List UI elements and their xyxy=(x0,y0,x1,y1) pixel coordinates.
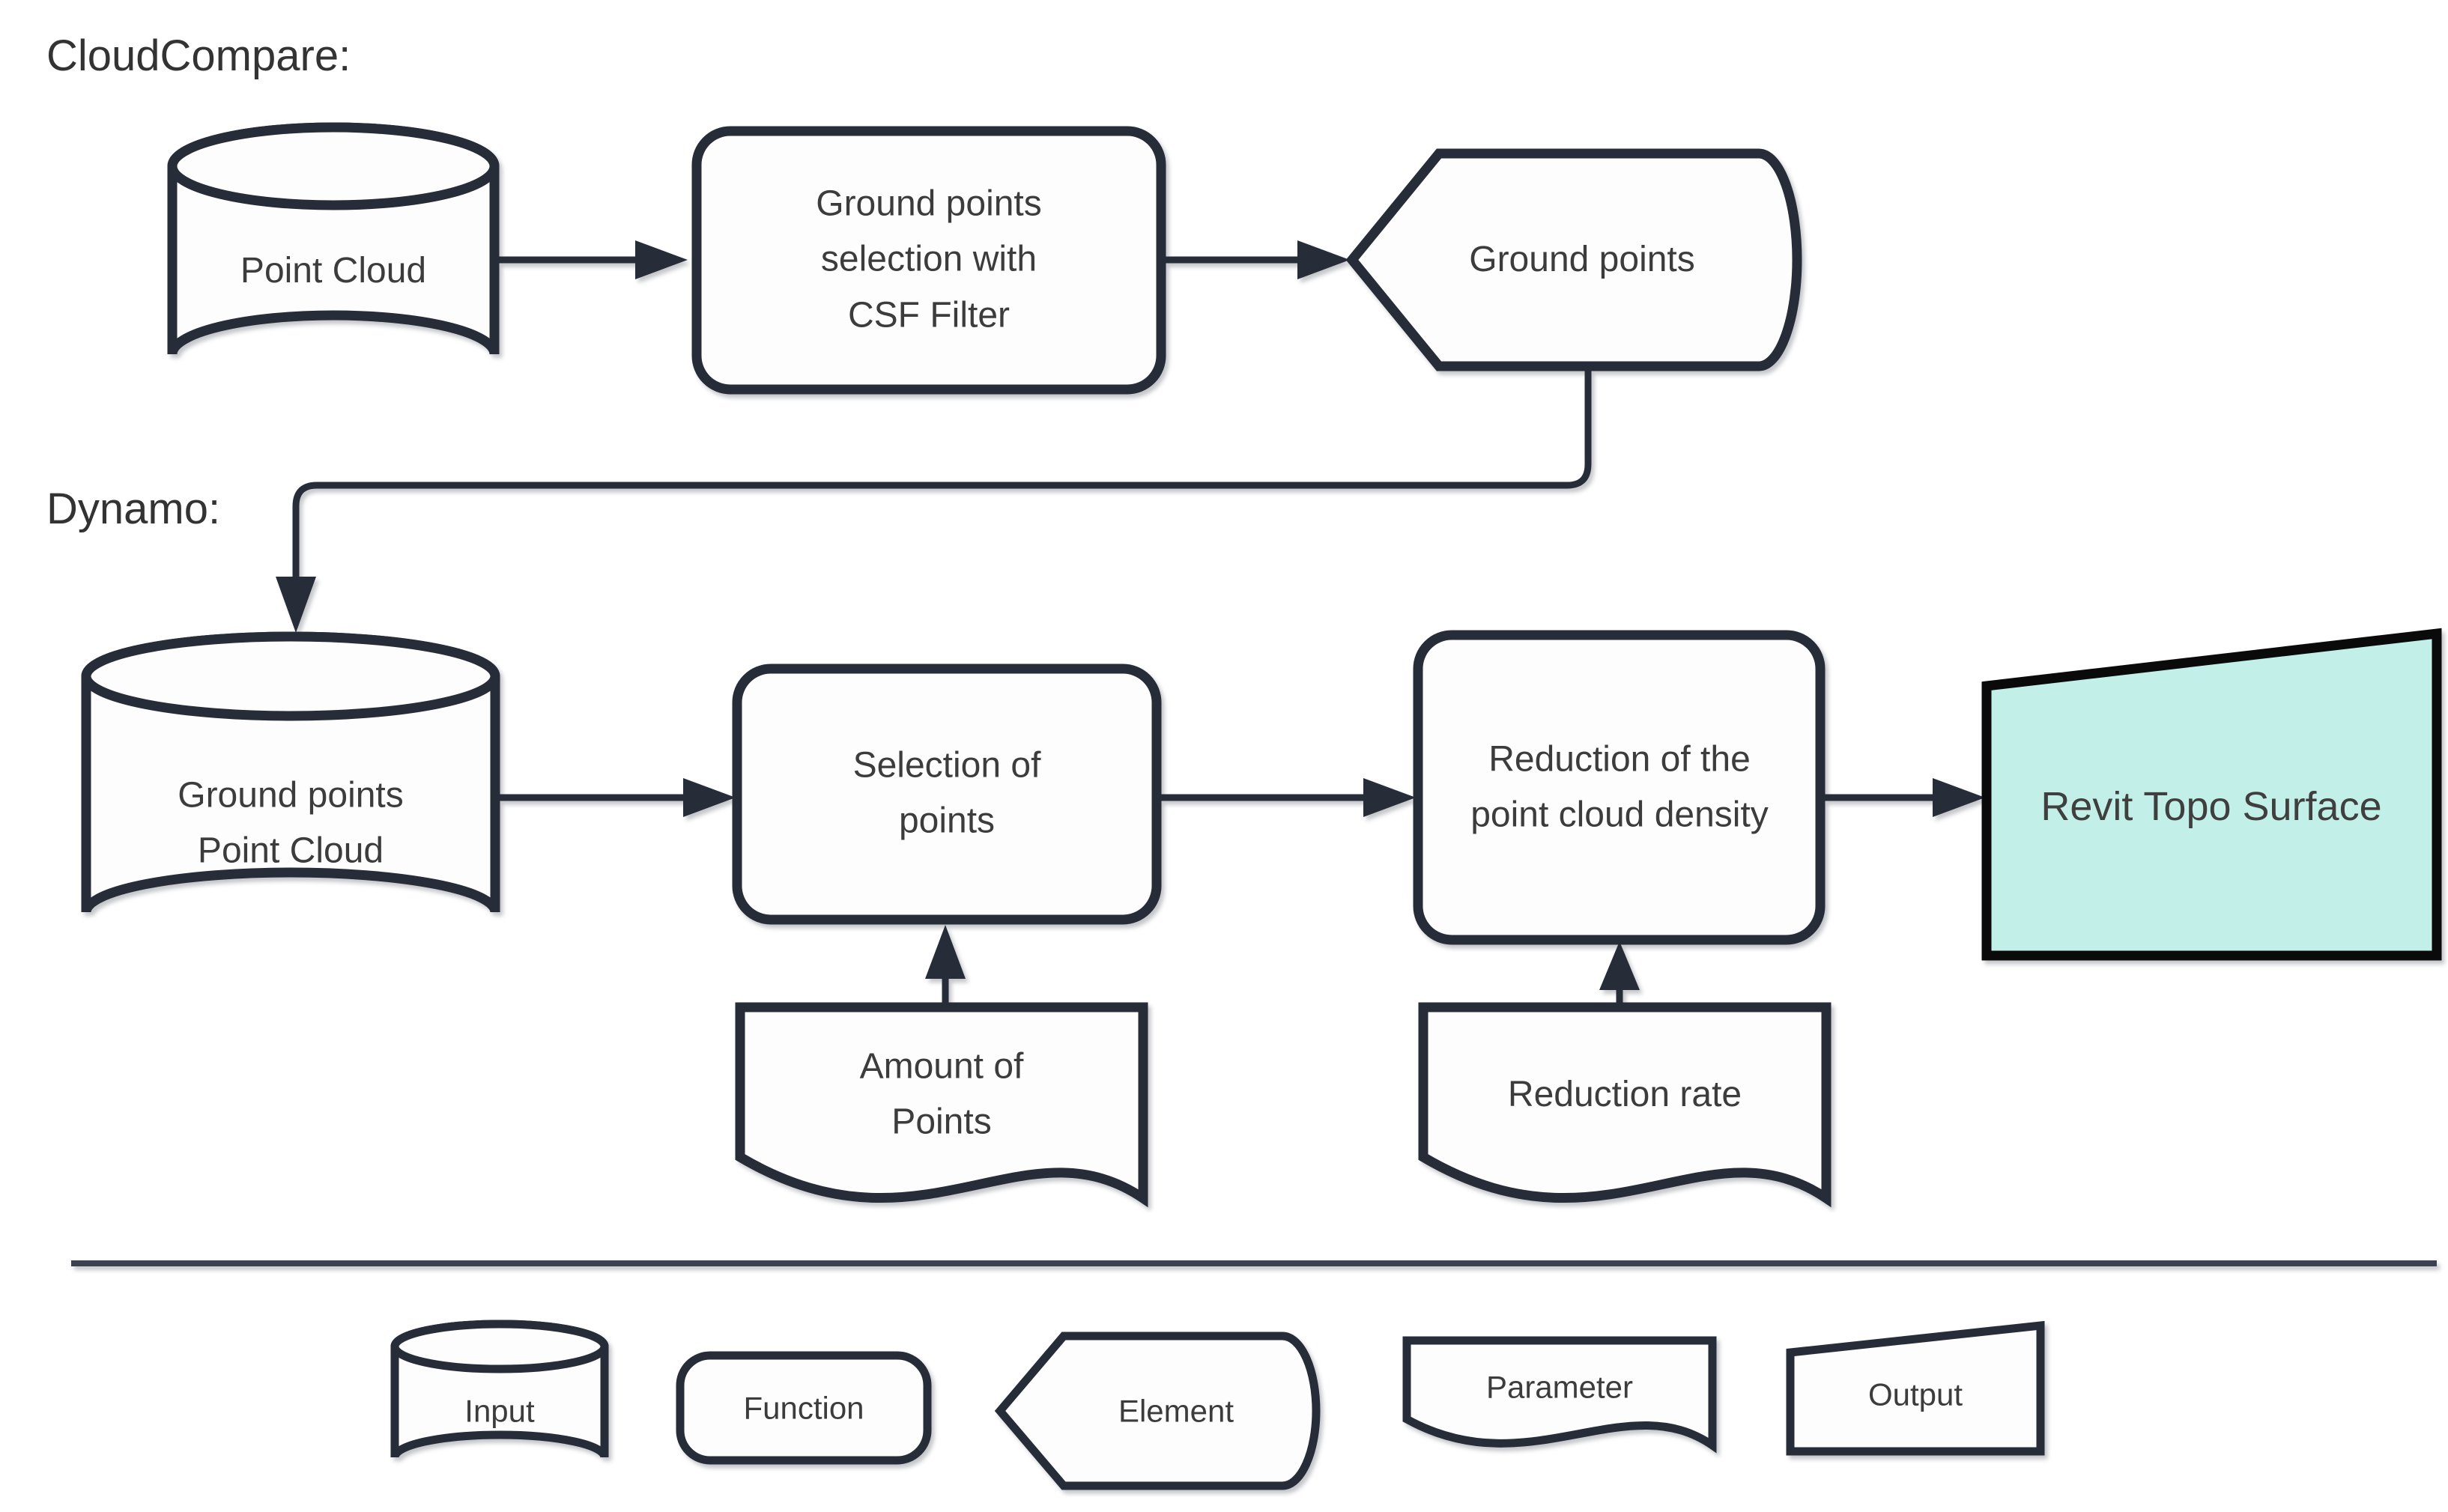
legend-label-parameter: Parameter xyxy=(1485,1369,1634,1405)
output-shape-revit-topo-surface xyxy=(1981,628,2442,961)
parameter-doc-reduction-rate xyxy=(1418,1002,1832,1208)
legend-element-shape xyxy=(994,1332,1321,1490)
legend-output-shape xyxy=(1786,1320,2045,1456)
legend-label-input: Input xyxy=(464,1393,535,1429)
function-box-reduction xyxy=(1413,630,1826,945)
function-box-selection xyxy=(732,664,1162,925)
section-title-dynamo: Dynamo: xyxy=(46,485,221,533)
arrow-pointcloud-to-csf xyxy=(496,240,688,279)
parameter-doc-amount-of-points xyxy=(735,1002,1148,1208)
input-cylinder-ground-points-cloud xyxy=(81,631,500,913)
legend-parameter-doc xyxy=(1402,1336,1717,1454)
arrow-cylinder-to-selection xyxy=(497,778,736,817)
arrow-amount-to-selection xyxy=(925,925,966,1007)
arrow-rate-to-reduction xyxy=(1599,941,1640,1007)
label-csf-filter: Ground points selection with CSF Filter xyxy=(816,183,1042,336)
function-box-csf-filter xyxy=(691,126,1166,395)
label-revit-topo-surface: Revit Topo Surface xyxy=(2040,784,2382,830)
legend-input-cylinder xyxy=(390,1320,609,1458)
legend-function-box xyxy=(676,1351,932,1465)
legend-label-function: Function xyxy=(743,1390,864,1426)
element-shape-ground-points xyxy=(1345,148,1802,371)
label-amount-of-points: Amount of Points xyxy=(859,1046,1024,1142)
label-reduction: Reduction of the point cloud density xyxy=(1470,739,1769,835)
legend-label-output: Output xyxy=(1867,1376,1963,1412)
label-point-cloud: Point Cloud xyxy=(240,250,427,291)
input-cylinder-point-cloud xyxy=(167,122,500,355)
label-selection: Selection of points xyxy=(852,745,1041,841)
label-reduction-rate: Reduction rate xyxy=(1507,1074,1742,1114)
legend-label-element: Element xyxy=(1118,1393,1234,1429)
arrow-csf-to-groundpoints xyxy=(1163,240,1350,279)
connector-groundpoints-to-dynamo xyxy=(276,366,1592,633)
section-title-cloudcompare: CloudCompare: xyxy=(46,31,351,80)
arrow-selection-to-reduction xyxy=(1158,778,1416,817)
label-ground-points-cloud: Ground points Point Cloud xyxy=(178,775,404,871)
label-ground-points: Ground points xyxy=(1469,239,1695,279)
arrow-reduction-to-revit xyxy=(1822,778,1985,817)
